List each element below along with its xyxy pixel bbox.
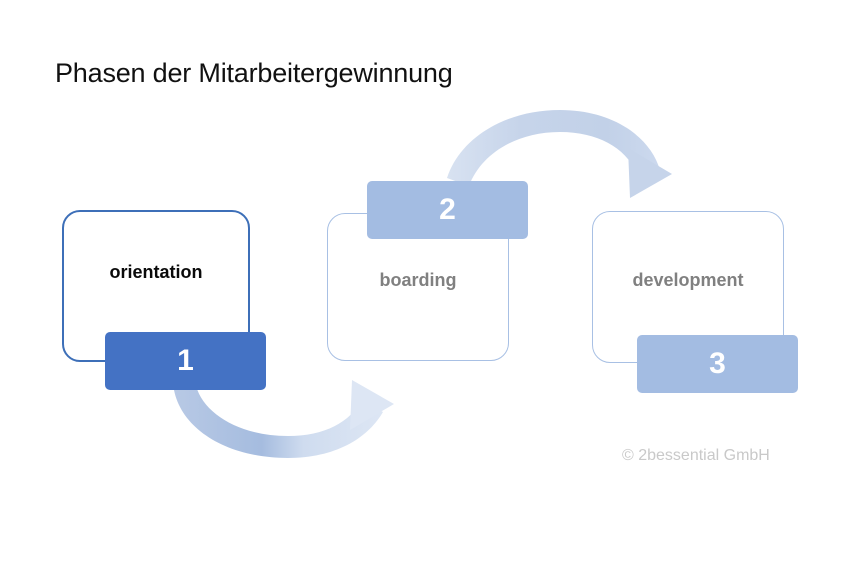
copyright-notice: © 2bessential GmbH [622, 447, 770, 464]
phase-label-orientation: orientation [109, 262, 203, 282]
arrow-phase-1-to-2-icon [174, 380, 394, 458]
page-title: Phasen der Mitarbeitergewinnung [55, 58, 453, 88]
phase-label-development: development [632, 270, 744, 290]
phase-label-boarding: boarding [379, 270, 457, 290]
phase-badge-2[interactable]: 2 [367, 181, 528, 239]
phase-badge-1[interactable]: 1 [105, 332, 266, 390]
phase-badge-3[interactable]: 3 [637, 335, 798, 393]
